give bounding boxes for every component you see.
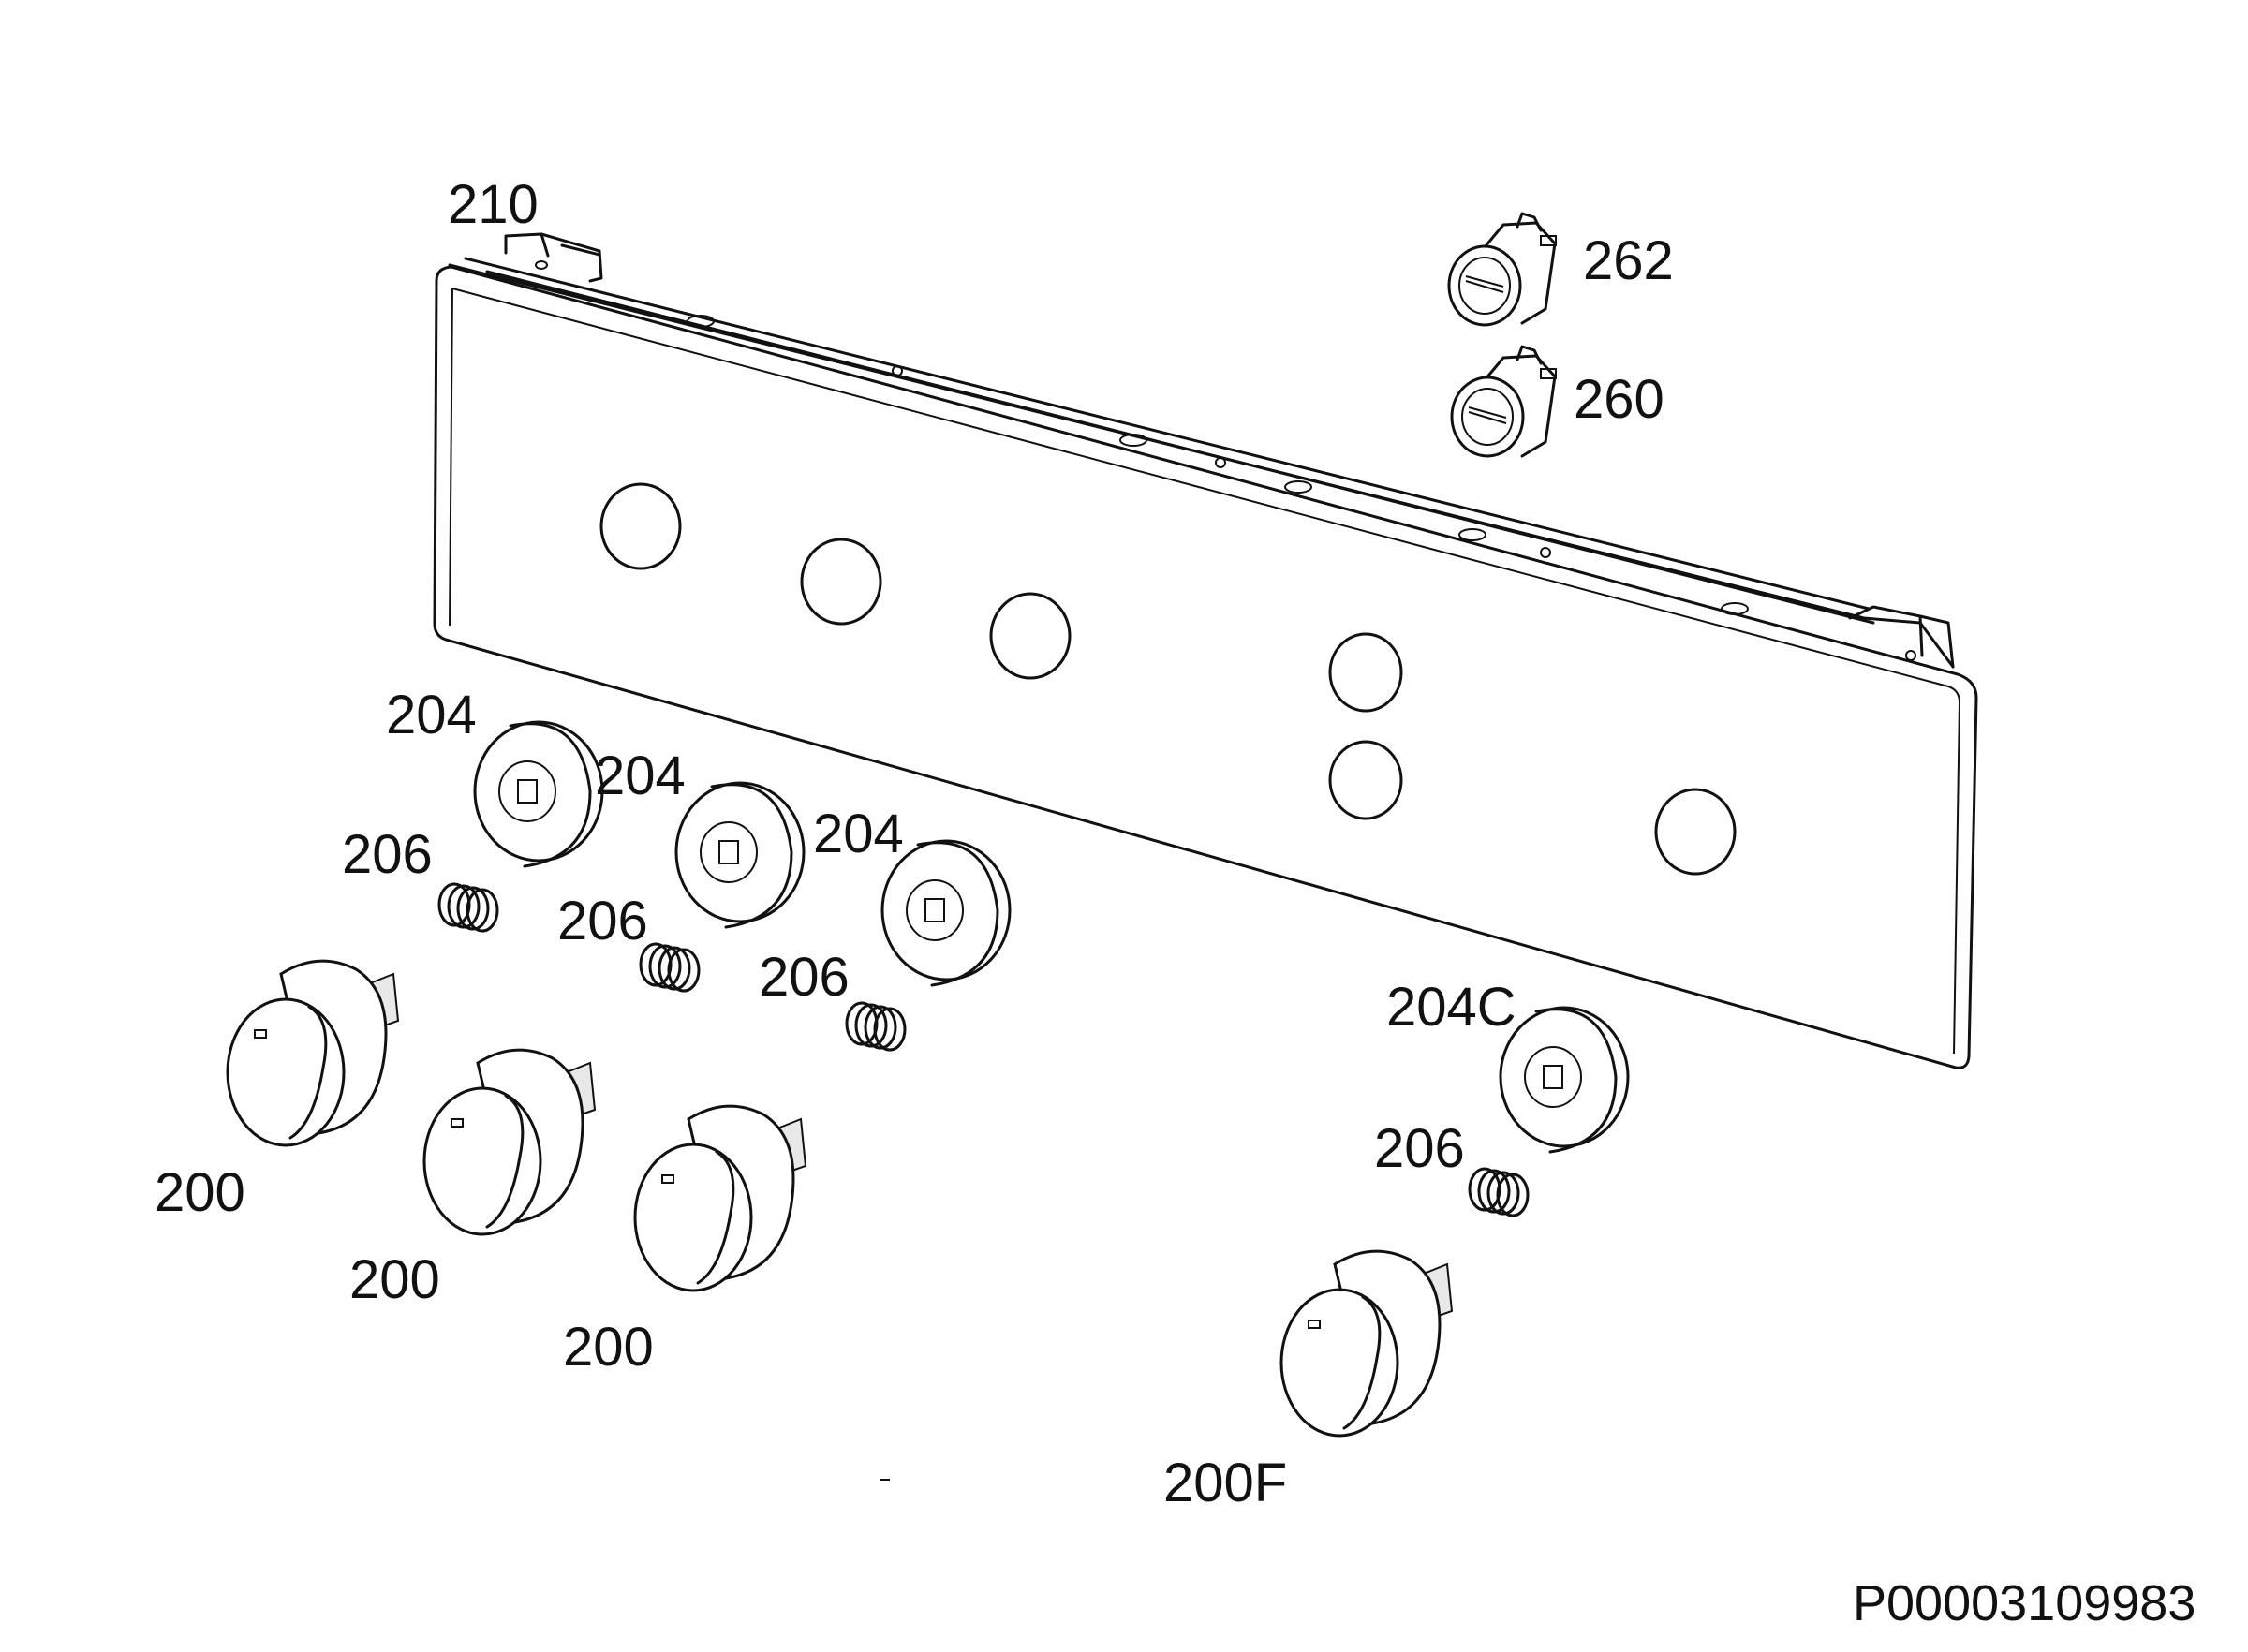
lamp-260 [1450, 345, 1557, 458]
label-spring-3: 206 [759, 947, 850, 1008]
label-bezel-3: 204 [813, 804, 904, 864]
label-bezel-c: 204C [1386, 977, 1516, 1038]
label-knob-3: 200 [563, 1317, 654, 1378]
lamp-262 [1447, 212, 1557, 327]
label-bezel-1: 204 [386, 685, 477, 745]
spring-2 [639, 942, 701, 993]
spring-4 [1468, 1167, 1530, 1217]
knob-1 [226, 959, 400, 1147]
label-lamp-upper: 262 [1583, 230, 1674, 291]
label-spring-1: 206 [342, 824, 433, 885]
bezel-2 [674, 781, 806, 929]
label-spring-4: 206 [1374, 1118, 1465, 1179]
label-knob-2: 200 [349, 1249, 440, 1310]
knob-2 [422, 1048, 597, 1236]
label-spring-2: 206 [557, 891, 648, 951]
label-knob-1: 200 [155, 1162, 245, 1223]
label-lamp-lower: 260 [1574, 369, 1664, 430]
label-panel: 210 [448, 174, 539, 235]
bezel-1 [473, 720, 604, 868]
knob-3 [633, 1104, 807, 1292]
spring-3 [845, 1001, 907, 1052]
reference-code: P00003109983 [1853, 1575, 2196, 1631]
control-panel [433, 232, 1978, 1069]
knob-f [1279, 1249, 1454, 1438]
label-knob-f: 200F [1163, 1453, 1288, 1513]
bezel-3 [880, 839, 1012, 987]
spring-1 [437, 882, 499, 933]
bezel-c [1499, 1006, 1630, 1154]
label-bezel-2: 204 [595, 745, 686, 806]
